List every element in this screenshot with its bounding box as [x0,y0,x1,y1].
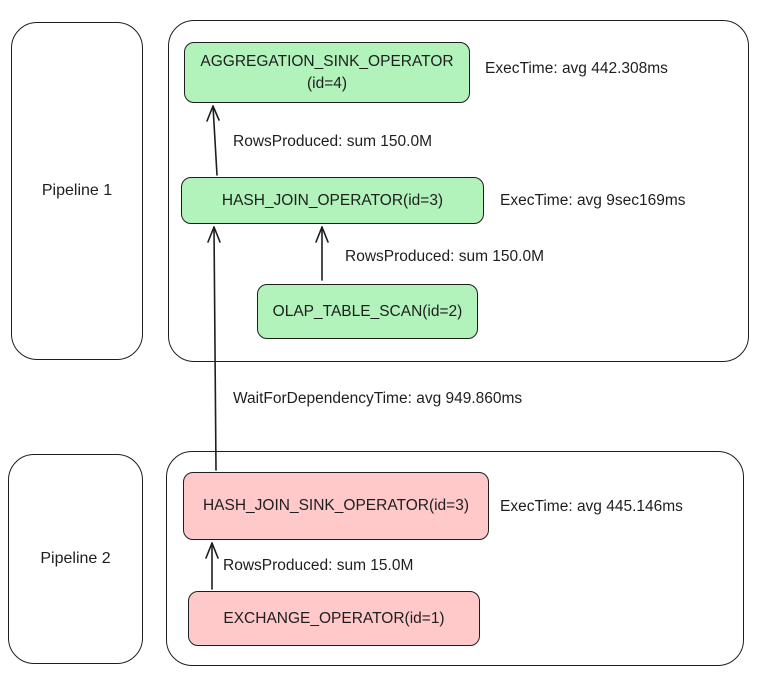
hash-join-operator-node[interactable]: HASH_JOIN_OPERATOR(id=3) [181,177,484,224]
aggregation-sink-operator-id: (id=4) [306,74,348,92]
hash-join-exec-time: ExecTime: avg 9sec169ms [500,192,686,209]
exchange-operator-name: EXCHANGE_OPERATOR(id=1) [223,609,445,627]
exchange-operator-node[interactable]: EXCHANGE_OPERATOR(id=1) [188,591,480,646]
wait-for-dependency-time: WaitForDependencyTime: avg 949.860ms [233,390,523,407]
hash-join-operator-name: HASH_JOIN_OPERATOR(id=3) [221,191,444,209]
hash-join-sink-operator-name: HASH_JOIN_SINK_OPERATOR(id=3) [202,497,470,514]
pipeline-1-label: Pipeline 1 [41,182,113,199]
arrow-hash-join-to-aggregation [206,105,220,176]
aggregation-sink-operator-name: AGGREGATION_SINK_OPERATOR [200,52,454,70]
olap-table-scan-name: OLAP_TABLE_SCAN(id=2) [272,302,463,320]
rows-produced-scan-to-hash-join: RowsProduced: sum 150.0M [345,248,545,265]
hash-join-sink-exec-time: ExecTime: avg 445.146ms [500,498,683,515]
rows-produced-exchange-to-sink: RowsProduced: sum 15.0M [223,557,414,574]
pipeline-2-label: Pipeline 2 [40,550,111,567]
arrow-exchange-to-sink [205,542,219,590]
arrow-scan-to-hash-join [315,226,329,281]
pipeline-2-label-box: Pipeline 2 [8,454,143,664]
arrow-sink-to-hash-join [207,226,221,471]
olap-table-scan-node[interactable]: OLAP_TABLE_SCAN(id=2) [257,284,478,339]
aggregation-sink-operator-node[interactable]: AGGREGATION_SINK_OPERATOR (id=4) [184,42,470,103]
pipeline-1-label-box: Pipeline 1 [11,22,143,360]
aggregation-sink-exec-time: ExecTime: avg 442.308ms [485,60,668,77]
hash-join-sink-operator-node[interactable]: HASH_JOIN_SINK_OPERATOR(id=3) [183,472,489,540]
rows-produced-hash-join-to-aggregation: RowsProduced: sum 150.0M [233,133,433,150]
